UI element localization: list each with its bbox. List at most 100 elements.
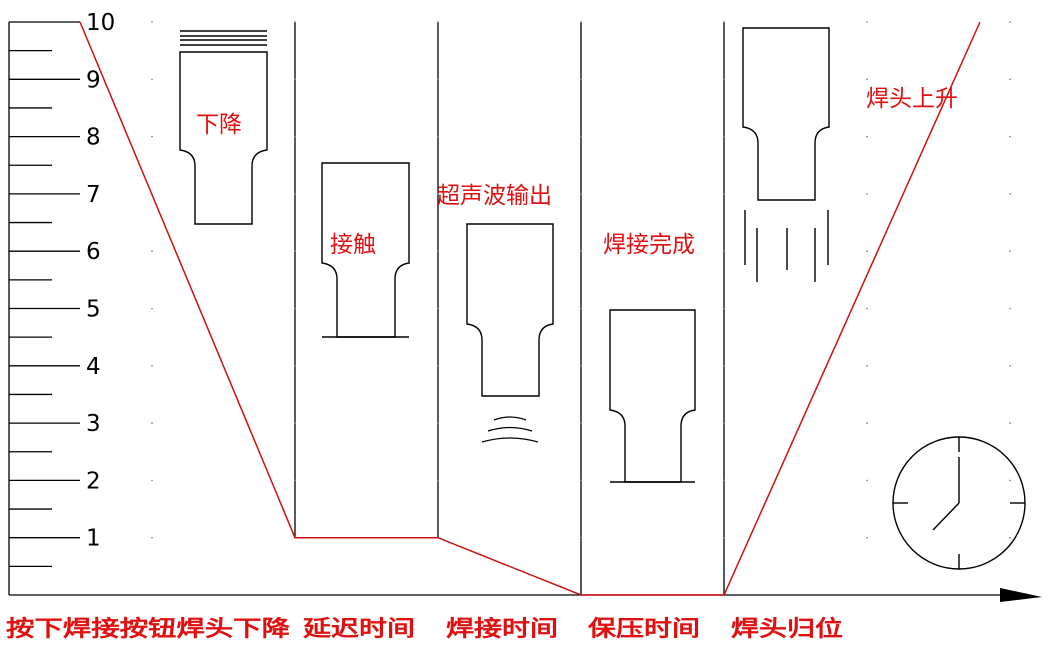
y-tick-label: 6 — [86, 239, 101, 265]
grid-dot — [1009, 78, 1011, 81]
grid-dot — [437, 479, 439, 482]
grid-dot — [580, 365, 582, 367]
grid-dot — [437, 78, 439, 81]
grid-dot — [151, 536, 153, 539]
grid-dot — [1009, 536, 1011, 539]
grid-dot — [437, 365, 439, 367]
grid-dot — [723, 21, 725, 23]
grid-dot — [294, 365, 296, 367]
grid-dot — [580, 135, 582, 138]
grid-dot — [151, 78, 153, 81]
grid-dot — [1009, 365, 1011, 367]
grid-dot — [723, 365, 725, 367]
grid-dot — [437, 422, 439, 424]
stage-label-weld-complete: 焊接完成 — [603, 232, 695, 258]
grid-dot — [437, 135, 439, 138]
grid-dot — [1009, 21, 1011, 23]
y-tick-label: 10 — [86, 10, 115, 36]
grid-dot — [294, 479, 296, 482]
welding-head-icon — [609, 309, 696, 483]
phase-label-4: 保压时间 — [587, 617, 700, 642]
grid-dot — [294, 78, 296, 81]
arrow-icon — [1000, 588, 1042, 602]
grid-dot — [723, 78, 725, 81]
grid-dot — [580, 422, 582, 424]
grid-dot — [866, 479, 868, 482]
grid-dot — [294, 21, 296, 23]
welding-head-icon — [466, 223, 554, 397]
y-tick-label: 1 — [86, 526, 101, 552]
grid-dot — [580, 536, 582, 539]
phase-label-1: 按下焊接按钮焊头下降 — [6, 616, 291, 642]
grid-dot — [866, 78, 868, 81]
y-tick-label: 5 — [86, 297, 101, 323]
welding-head-icon — [179, 30, 268, 225]
grid-dots — [151, 21, 1011, 539]
grid-dot — [866, 135, 868, 138]
phase-dividers — [294, 22, 725, 595]
grid-dot — [723, 307, 725, 310]
grid-dot — [723, 193, 725, 195]
grid-dot — [866, 536, 868, 539]
grid-dot — [723, 250, 725, 252]
grid-dot — [1009, 307, 1011, 310]
motion-lines-icon — [744, 210, 829, 282]
grid-dot — [294, 307, 296, 310]
grid-dot — [1009, 250, 1011, 252]
grid-dot — [294, 135, 296, 138]
grid-dot — [723, 479, 725, 482]
stage-label-descend: 下降 — [196, 112, 242, 138]
stage-label-head-rise: 焊头上升 — [866, 86, 958, 112]
grid-dot — [1009, 479, 1011, 482]
grid-dot — [866, 21, 868, 23]
stage-label-contact: 接触 — [330, 232, 376, 258]
grid-dot — [294, 422, 296, 424]
grid-dot — [723, 422, 725, 424]
y-tick-label: 8 — [86, 125, 101, 151]
grid-dot — [580, 78, 582, 81]
grid-dot — [866, 250, 868, 252]
grid-dot — [151, 21, 153, 23]
grid-dot — [723, 135, 725, 138]
grid-dot — [294, 193, 296, 195]
sound-wave-icon — [481, 416, 539, 443]
stage-label-ultrasonic-output: 超声波输出 — [437, 183, 552, 209]
grid-dot — [151, 365, 153, 367]
grid-dot — [151, 479, 153, 482]
clock-icon — [892, 436, 1026, 570]
grid-dot — [580, 193, 582, 195]
y-tick-label: 3 — [86, 411, 101, 437]
welding-head-icon — [321, 162, 410, 338]
grid-dot — [866, 422, 868, 424]
grid-dot — [1009, 135, 1011, 138]
grid-dot — [437, 307, 439, 310]
grid-dot — [580, 479, 582, 482]
grid-dot — [151, 307, 153, 310]
grid-dot — [437, 193, 439, 195]
grid-dot — [580, 307, 582, 310]
grid-dot — [437, 21, 439, 23]
grid-dot — [866, 193, 868, 195]
grid-dot — [1009, 193, 1011, 195]
grid-dot — [580, 21, 582, 23]
phase-label-5: 焊头归位 — [731, 616, 843, 642]
grid-dot — [151, 422, 153, 424]
profile-line — [79, 21, 981, 596]
grid-dot — [1009, 422, 1011, 424]
grid-dot — [866, 365, 868, 367]
grid-dot — [151, 135, 153, 138]
phase-label-2: 延迟时间 — [302, 617, 415, 642]
grid-dot — [580, 250, 582, 252]
y-tick-label: 2 — [86, 468, 101, 494]
grid-dot — [151, 250, 153, 252]
grid-dot — [294, 250, 296, 252]
grid-dot — [437, 250, 439, 252]
y-tick-label: 4 — [86, 354, 101, 380]
grid-dot — [723, 536, 725, 539]
welding-head-icon — [742, 27, 830, 201]
phase-label-3: 焊接时间 — [446, 617, 558, 642]
grid-dot — [866, 307, 868, 310]
y-tick-label: 9 — [86, 67, 101, 93]
